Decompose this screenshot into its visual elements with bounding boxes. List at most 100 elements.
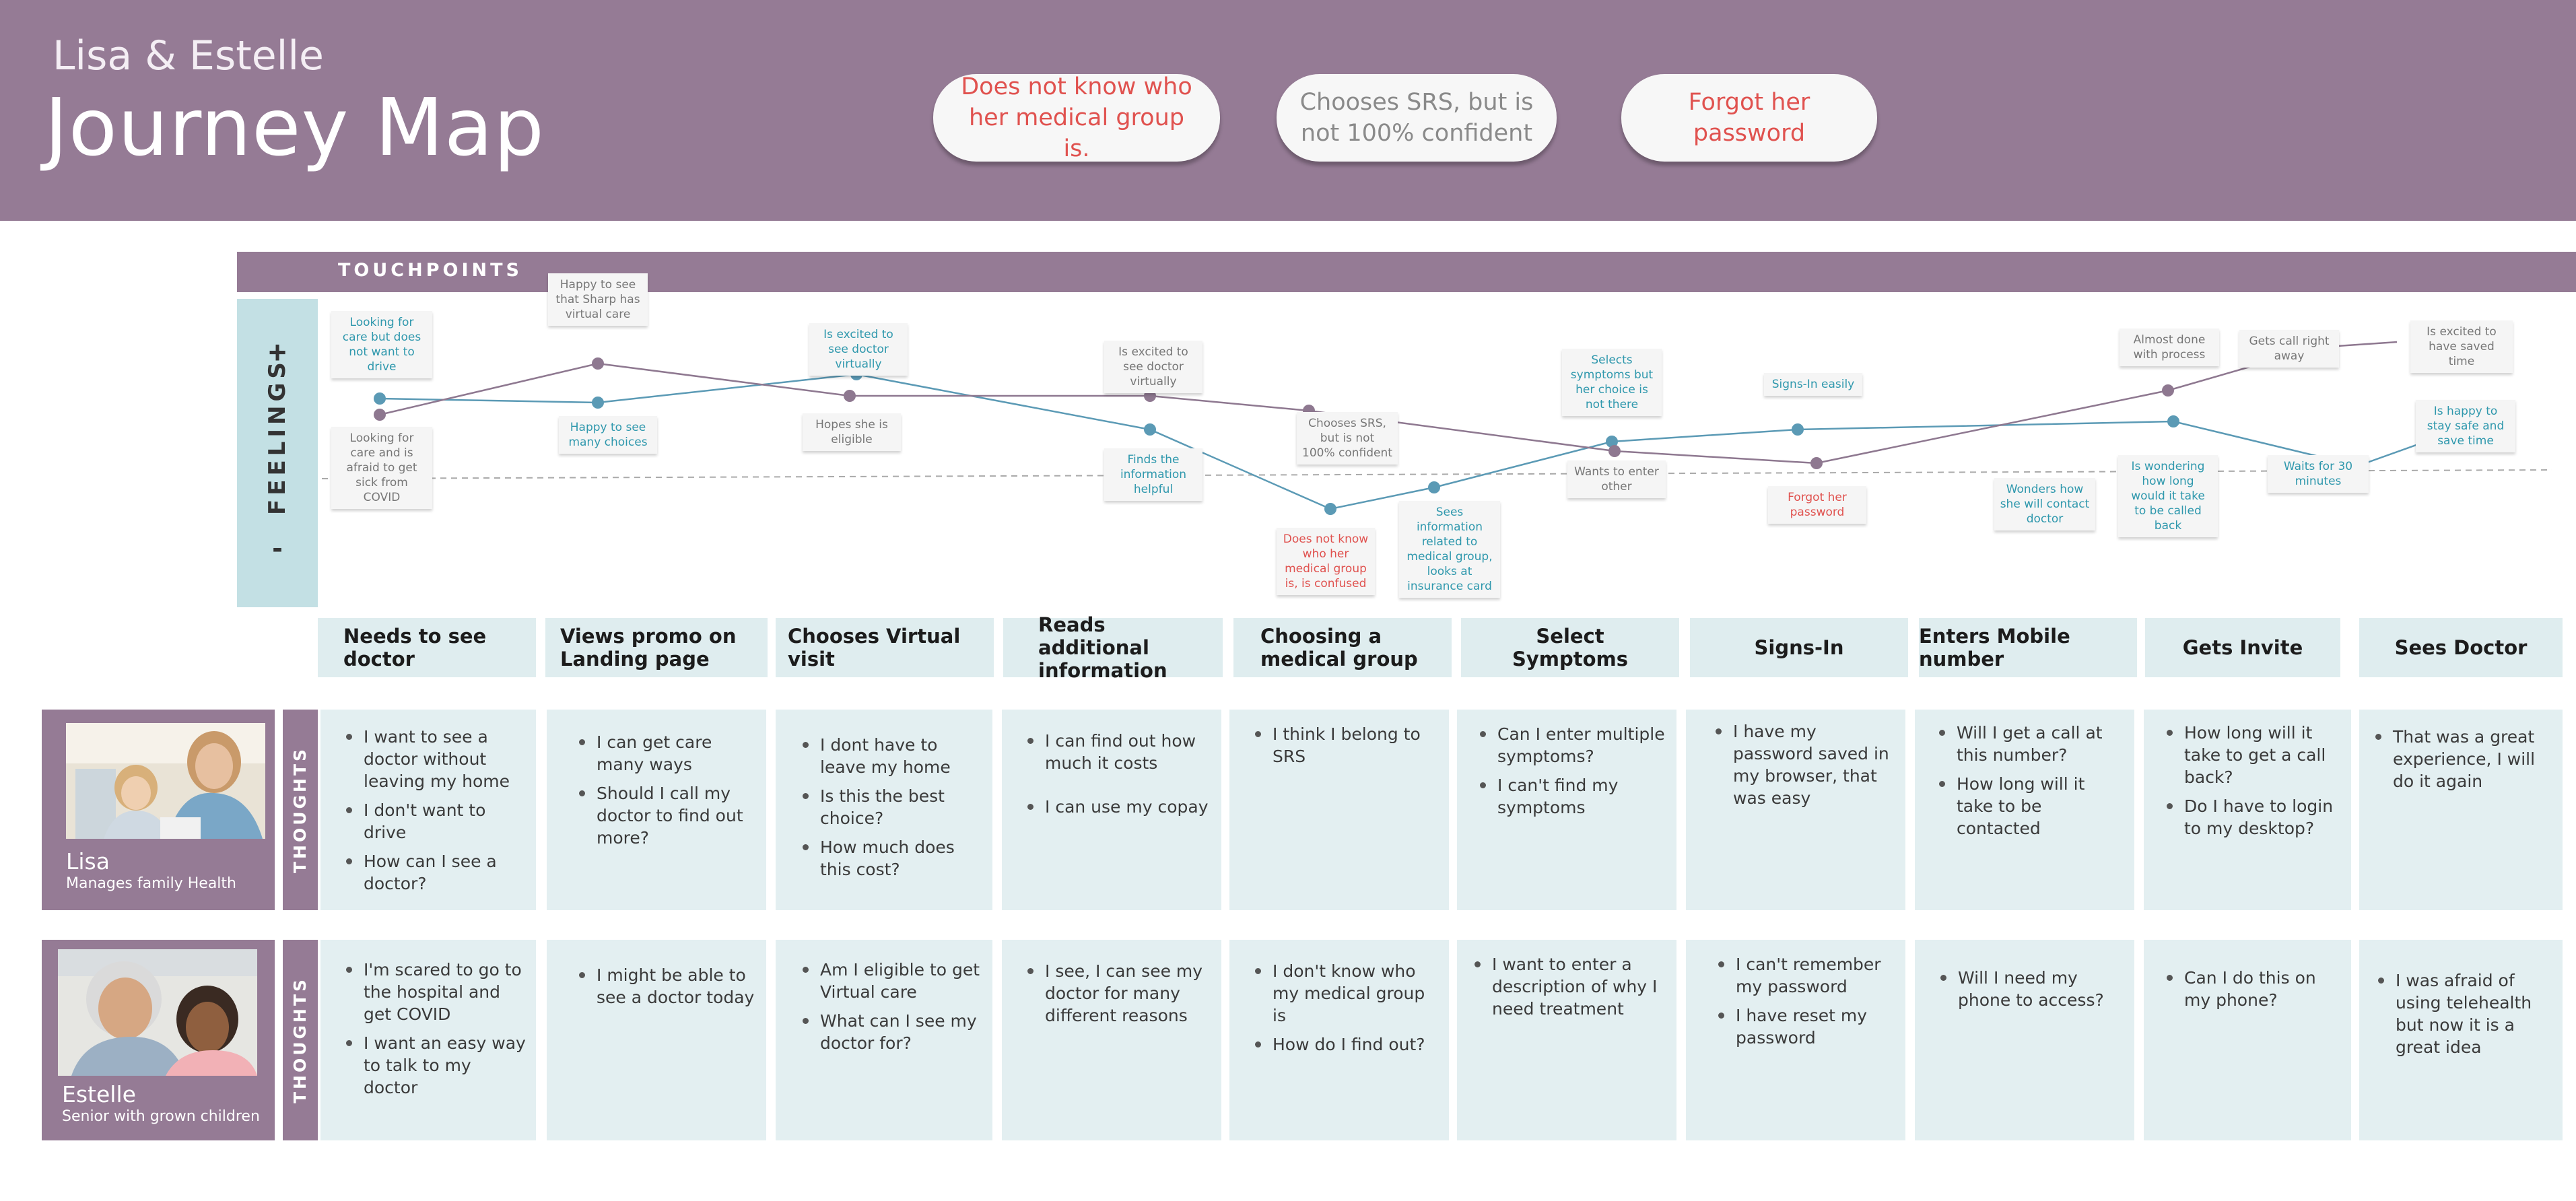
thought-item: I can get care many ways <box>576 731 758 776</box>
persona-card-estelle: Estelle Senior with grown children <box>42 940 275 1140</box>
thought-item: Am I eligible to get Virtual care <box>800 959 984 1003</box>
thought-item: I have my password saved in my browser, … <box>1713 720 1896 809</box>
stage-reads-additional-information: Reads additional information <box>1003 613 1223 682</box>
thought-item: Will I get a call at this number? <box>1936 722 2125 766</box>
estelle-thought-cell: I'm scared to go to the hospital and get… <box>320 940 536 1140</box>
estelle-thought-cell: Will I need my phone to access? <box>1915 940 2134 1140</box>
thought-item: Will I need my phone to access? <box>1938 967 2125 1011</box>
estelle-thought-cell: I see, I can see my doctor for many diff… <box>1002 940 1221 1140</box>
estelle-note: Looking for care and is afraid to get si… <box>331 427 432 509</box>
stage-select-symptoms: Select Symptoms <box>1461 618 1679 677</box>
thought-item: I see, I can see my doctor for many diff… <box>1025 960 1213 1027</box>
persona-description: Senior with grown children <box>62 1108 260 1125</box>
lisa-thought-cell: I dont have to leave my home Is this the… <box>776 710 992 910</box>
stage-signs-in: Signs-In <box>1690 618 1908 677</box>
lisa-note: Selects symptoms but her choice is not t… <box>1562 349 1662 416</box>
stage-choosing-medical-group: Choosing a medical group <box>1233 618 1452 677</box>
pain-point-text: Does not know who her medical group is. <box>961 73 1192 162</box>
lisa-thought-cell: I want to see a doctor without leaving m… <box>320 710 536 910</box>
thoughts-label: THOUGHTS <box>290 746 310 874</box>
estelle-note: Hopes she is eligible <box>803 413 901 451</box>
stage-chooses-virtual-visit: Chooses Virtual visit <box>776 618 994 677</box>
persona-description: Manages family Health <box>66 875 236 892</box>
lisa-thought-cell: How long will it take to get a call back… <box>2144 710 2351 910</box>
feelings-plus-sign: + <box>268 335 287 370</box>
lisa-feeling-point <box>1144 423 1156 436</box>
lisa-thought-cell: I have my password saved in my browser, … <box>1686 710 1905 910</box>
estelle-thought-cell: I might be able to see a doctor today <box>547 940 766 1140</box>
lisa-note-text: Does not know who her medical group is, … <box>1283 533 1369 590</box>
persona-card-lisa: Lisa Manages family Health <box>42 710 275 910</box>
persona-name: Estelle <box>62 1081 136 1107</box>
stage-views-promo: Views promo on Landing page <box>545 618 768 677</box>
thought-item: I can find out how much it costs <box>1025 730 1213 774</box>
thought-item: I think I belong to SRS <box>1252 723 1441 767</box>
lisa-thought-cell: I can get care many ways Should I call m… <box>547 710 766 910</box>
lisa-thought-cell: That was a great experience, I will do i… <box>2359 710 2563 910</box>
pain-point-password: Forgot her password <box>1621 74 1877 162</box>
thought-item: I don't know who my medical group is <box>1252 960 1441 1027</box>
estelle-note: Almost done with process <box>2120 329 2219 366</box>
thought-item: How long will it take to be contacted <box>1936 773 2125 839</box>
estelle-thought-cell: I want to enter a description of why I n… <box>1457 940 1676 1140</box>
lisa-note: Is excited to see doctor virtually <box>809 323 908 376</box>
feelings-minus-sign: - <box>272 530 283 565</box>
estelle-thought-cell: I can't remember my password I have rese… <box>1686 940 1905 1140</box>
lisa-note: Looking for care but does not want to dr… <box>331 311 432 378</box>
personas-subtitle: Lisa & Estelle <box>53 32 324 79</box>
thoughts-label: THOUGHTS <box>290 976 310 1104</box>
estelle-thought-cell: I don't know who my medical group is How… <box>1229 940 1449 1140</box>
lisa-note: Does not know who her medical group is, … <box>1277 528 1375 595</box>
stage-gets-invite: Gets Invite <box>2145 618 2340 677</box>
thought-item: I dont have to leave my home <box>800 734 984 778</box>
estelle-feeling-point <box>2162 384 2174 397</box>
stage-sees-doctor: Sees Doctor <box>2359 618 2563 677</box>
thought-item: How can I see a doctor? <box>343 850 528 895</box>
thought-item: I can use my copay <box>1025 796 1213 818</box>
lisa-note: Signs-In easily <box>1764 373 1862 396</box>
lisa-thought-cell: Can I enter multiple symptoms? I can't f… <box>1457 710 1676 910</box>
thought-item: Can I enter multiple symptoms? <box>1477 723 1668 767</box>
lisa-thought-cell: Will I get a call at this number? How lo… <box>1915 710 2134 910</box>
estelle-feeling-point <box>1608 445 1621 457</box>
estelle-feeling-point <box>592 357 604 370</box>
estelle-feeling-point <box>844 390 856 402</box>
lisa-thoughts-bar: THOUGHTS <box>283 710 318 910</box>
lisa-note: Finds the information helpful <box>1104 448 1202 501</box>
page-title: Journey Map <box>44 81 545 174</box>
estelle-note: Chooses SRS, but is not 100% confident <box>1297 412 1398 465</box>
persona-name: Lisa <box>66 848 110 874</box>
lisa-photo <box>66 723 265 839</box>
estelle-note: Wants to enter other <box>1567 460 1666 498</box>
thought-item: That was a great experience, I will do i… <box>2373 726 2554 792</box>
stage-needs-to-see-doctor: Needs to see doctor <box>318 618 536 677</box>
estelle-thoughts-bar: THOUGHTS <box>283 940 318 1140</box>
lisa-feeling-point <box>2167 415 2179 427</box>
estelle-feeling-point <box>1810 457 1823 469</box>
thought-item: Is this the best choice? <box>800 785 984 829</box>
lisa-feeling-point <box>1324 503 1336 515</box>
thought-item: How long will it take to get a call back… <box>2164 722 2343 788</box>
thought-item: How much does this cost? <box>800 836 984 881</box>
stage-enters-mobile-number: Enters Mobile number <box>1919 618 2137 677</box>
estelle-feeling-point <box>374 409 386 421</box>
estelle-note: Gets call right away <box>2239 330 2339 368</box>
thought-item: I want to see a doctor without leaving m… <box>343 726 528 792</box>
lisa-feeling-point <box>374 392 386 405</box>
feelings-panel: + FEELINGS - <box>237 299 318 607</box>
pain-point-srs: Chooses SRS, but is not 100% confident <box>1277 74 1557 162</box>
touchpoints-label: TOUCHPOINTS <box>338 260 522 281</box>
lisa-note: Is happy to stay safe and save time <box>2416 400 2515 452</box>
thought-item: I don't want to drive <box>343 799 528 844</box>
estelle-thought-cell: I was afraid of using telehealth but now… <box>2359 940 2563 1140</box>
lisa-thought-cell: I think I belong to SRS <box>1229 710 1449 910</box>
estelle-feeling-line <box>379 341 2398 465</box>
lisa-feeling-point <box>1792 423 1804 436</box>
thought-item: I'm scared to go to the hospital and get… <box>343 959 528 1025</box>
thought-item: I want to enter a description of why I n… <box>1472 953 1667 1020</box>
thought-item: Do I have to login to my desktop? <box>2164 795 2343 839</box>
estelle-thought-cell: Am I eligible to get Virtual care What c… <box>776 940 992 1140</box>
lisa-note: Wonders how she will contact doctor <box>1994 478 2095 530</box>
estelle-note: Is excited to see doctor virtually <box>1104 341 1202 393</box>
lisa-note: Happy to see many choices <box>559 416 657 454</box>
